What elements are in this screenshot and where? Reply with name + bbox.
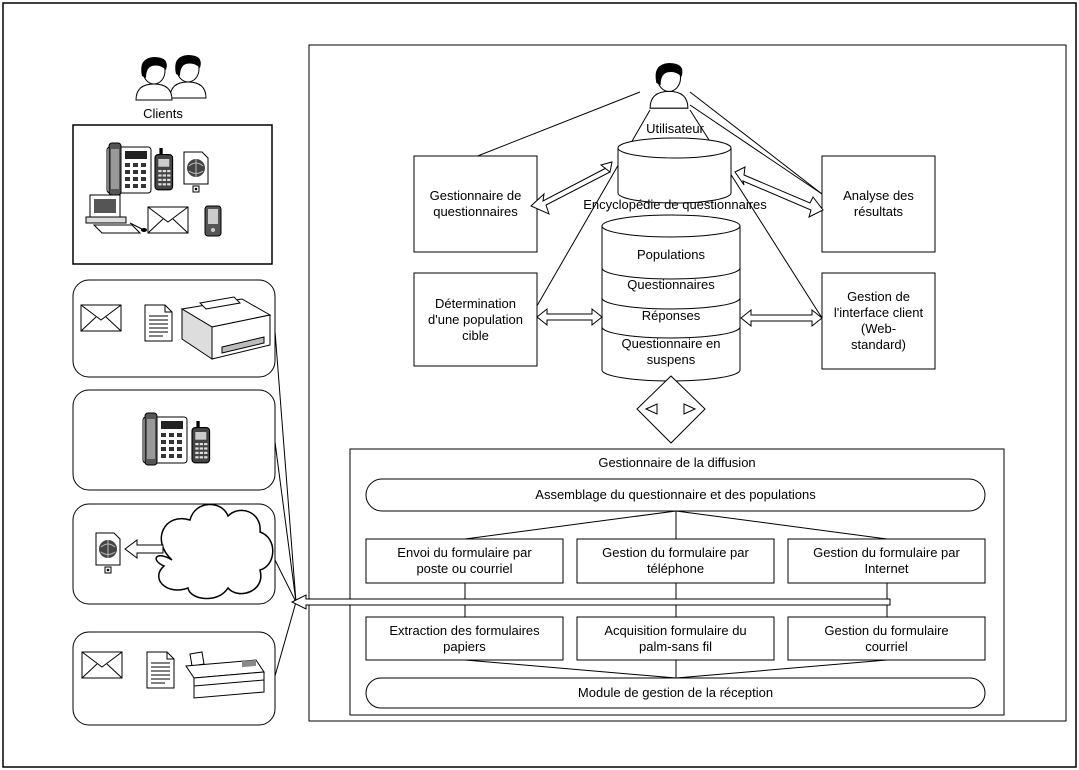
cellphone-icon <box>191 420 211 464</box>
diamond-connector <box>636 375 706 444</box>
send-module-1-label: Envoi du formulaire par poste ou courrie… <box>397 545 532 576</box>
results-analysis-label: Analyse des résultats <box>843 188 914 219</box>
db-section-responses: Réponses <box>641 308 701 323</box>
db-section-pending: Questionnaire en suspens <box>621 336 721 367</box>
client-interface-label: Gestion de l'interface client (Web-stand… <box>833 289 924 352</box>
receive-module-1-wrap: Extraction des formulaires papiers <box>366 617 563 660</box>
fax-icon <box>185 651 265 699</box>
send-module-2-label: Gestion du formulaire par téléphone <box>602 545 749 576</box>
send-module-3-label: Gestion du formulaire par Internet <box>813 545 960 576</box>
encyclopedia-label: Encyclopédie de questionnaires <box>583 197 767 212</box>
return-arrow <box>290 594 891 610</box>
questionnaire-manager-box-label: Gestionnaire de questionnaires <box>414 156 537 252</box>
receive-module-box-2 <box>576 616 775 661</box>
send-module-box-3 <box>787 538 986 584</box>
people-icon <box>135 54 207 101</box>
main-database <box>601 214 741 382</box>
receive-module-2-label: Acquisition formulaire du palm-sans fil <box>604 622 747 654</box>
diffusion-links <box>464 510 888 679</box>
send-module-3-wrap: Gestion du formulaire par Internet <box>788 539 985 583</box>
target-population-box-label: Détermination d'une population cible <box>414 273 537 366</box>
printer-icon <box>180 296 272 360</box>
envelope-icon <box>80 304 122 332</box>
send-module-2-wrap: Gestion du formulaire par téléphone <box>577 539 774 583</box>
questionnaire-manager-label: Gestionnaire de questionnaires <box>429 188 522 219</box>
send-module-box-1 <box>365 538 564 584</box>
cloud-icon <box>155 503 274 600</box>
clients-label: Clients <box>143 106 183 121</box>
envelope-icon <box>147 206 189 234</box>
double-arrows <box>530 161 824 328</box>
receive-module-box-1 <box>365 616 564 661</box>
cellphone-icon <box>154 147 174 191</box>
envelope-icon <box>81 651 123 679</box>
client-interface-box <box>821 272 936 370</box>
connector-lines <box>274 330 297 677</box>
reception-label: Module de gestion de la réception <box>577 685 774 700</box>
send-module-box-2 <box>576 538 775 584</box>
results-analysis-box-label: Analyse des résultats <box>822 156 935 252</box>
client-interface-box-label: Gestion de l'interface client (Web-stand… <box>822 273 935 369</box>
send-module-1-wrap: Envoi du formulaire par poste ou courrie… <box>366 539 563 583</box>
assembly-label: Assemblage du questionnaire et des popul… <box>535 487 816 502</box>
receive-module-1-label: Extraction des formulaires papiers <box>389 622 540 654</box>
palm-device-icon <box>204 205 222 237</box>
questionnaire-manager-box <box>413 155 538 253</box>
db-section-questionnaires: Questionnaires <box>627 277 715 292</box>
receive-module-2-wrap: Acquisition formulaire du palm-sans fil <box>577 617 774 660</box>
phone-icon <box>106 142 152 196</box>
document-icon <box>144 304 173 342</box>
user-label: Utilisateur <box>646 121 704 136</box>
db-section-populations: Populations <box>637 247 705 262</box>
receive-module-3-label: Gestion du formulaire courriel <box>824 622 949 654</box>
computer-icon <box>85 194 147 234</box>
receive-module-box-3 <box>787 616 986 661</box>
target-population-box <box>413 272 538 367</box>
document-icon <box>146 651 175 689</box>
diffusion-title: Gestionnaire de la diffusion <box>598 455 756 470</box>
encyclopedia-database <box>617 137 732 204</box>
results-analysis-box <box>821 155 936 253</box>
arrow-left-icon <box>124 539 164 559</box>
receive-module-3-wrap: Gestion du formulaire courriel <box>788 617 985 660</box>
phone-icon <box>142 412 188 466</box>
target-population-label: Détermination d'une population cible <box>428 295 524 343</box>
